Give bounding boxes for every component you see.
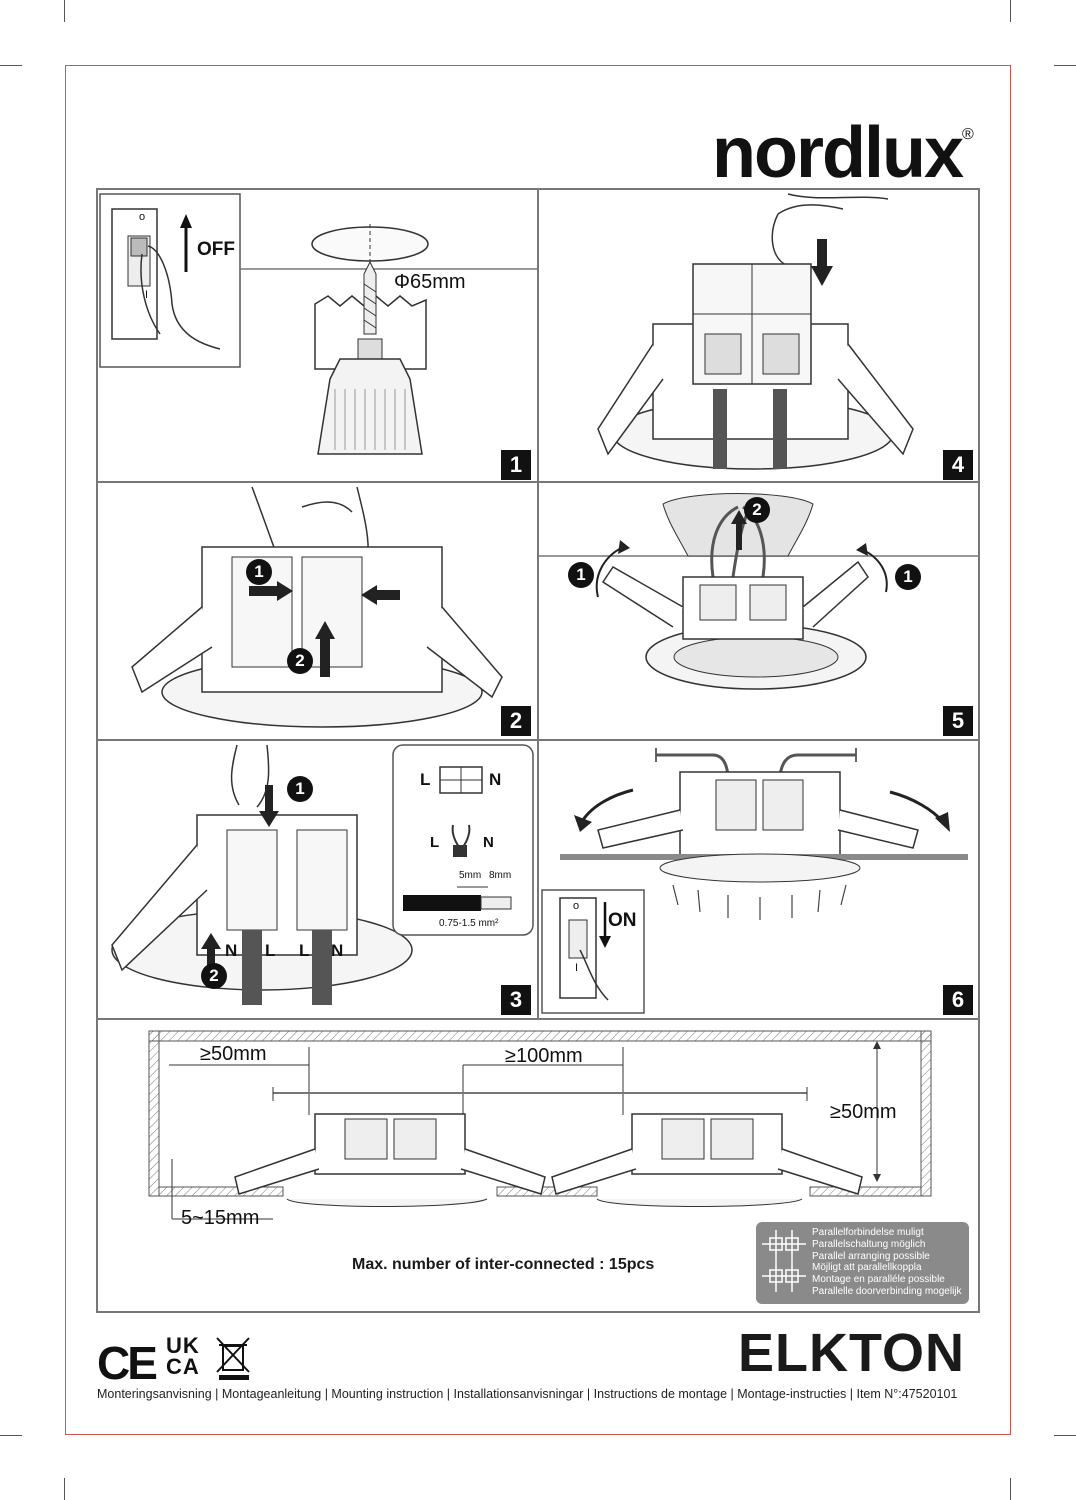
panel-step-2: 1 2 2	[97, 482, 538, 740]
callout-1: 1	[246, 559, 272, 585]
panel-step-1: o I OFF Φ65mm 1	[97, 189, 538, 482]
ukca-bottom: CA	[166, 1354, 200, 1379]
crop-mark	[64, 0, 65, 22]
parallel-wiring-icon	[762, 1230, 806, 1292]
brand-logo: nordlux®	[712, 113, 974, 193]
final-mount-illustration	[541, 748, 968, 1014]
crop-mark	[0, 1435, 22, 1436]
footer-text: Monteringsanvisning | Montageanleitung |…	[97, 1387, 958, 1401]
on-label: ON	[608, 910, 637, 931]
off-label: OFF	[197, 239, 235, 260]
parallel-line: Parallelle doorverbinding mogelijk	[812, 1285, 962, 1297]
between-clearance-label: ≥100mm	[505, 1045, 583, 1067]
panel-spacing: ≥50mm ≥100mm ≥50mm 5~15mm	[97, 1019, 979, 1312]
callout-2: 2	[201, 963, 227, 989]
inset-n-label: N	[489, 770, 502, 789]
parallel-line: Möjligt att parallellkoppla	[812, 1262, 922, 1274]
parallel-line: Parallel arranging possible	[812, 1250, 930, 1262]
panel-step-3: 1 2 N L L N L N L N 5mm 8mm 0.75-1.5 mm²…	[97, 740, 538, 1019]
step-number: 1	[501, 450, 531, 480]
panel-step-6: o I ON 6	[538, 740, 979, 1019]
terminal-press-illustration	[597, 193, 914, 470]
crop-mark	[1054, 65, 1076, 66]
installation-spacing-diagram	[148, 1030, 932, 1220]
switch-on-mark: o	[139, 211, 146, 223]
wire-label-l-right: L	[299, 941, 310, 960]
callout-1-right: 1	[895, 564, 921, 590]
panel-step-4: 4	[538, 189, 979, 482]
callout-1: 1	[287, 776, 313, 802]
inset-l-label: L	[420, 770, 431, 789]
step-number: 3	[501, 985, 531, 1015]
ceiling-insert-illustration	[538, 493, 979, 690]
product-name: ELKTON	[738, 1323, 966, 1383]
parallel-connection-badge: Parallelforbindelse muligt Parallelschal…	[756, 1222, 969, 1304]
ce-mark: CE	[97, 1337, 158, 1389]
step-number: 4	[943, 450, 973, 480]
panel-step-5: 1 1 2 5	[538, 482, 979, 740]
side-clearance-label: ≥50mm	[200, 1043, 267, 1065]
parallel-line: Parallelschaltung möglich	[812, 1238, 926, 1250]
switch-on-mark: o	[573, 900, 580, 912]
wire-gauge-label: 0.75-1.5 mm²	[439, 918, 499, 929]
step-number: 5	[943, 706, 973, 736]
wiring-inset-frame	[392, 744, 534, 936]
hole-diameter-label: Φ65mm	[394, 271, 466, 293]
wire-label-n-right: N	[331, 941, 344, 960]
above-clearance-label: ≥50mm	[830, 1101, 897, 1123]
strip-length-a: 5mm	[459, 870, 482, 881]
callout-2: 2	[744, 497, 770, 523]
terminal-release-illustration	[131, 486, 503, 728]
page-frame	[65, 65, 1011, 1435]
max-interconnected-note: Max. number of inter-connected : 15pcs	[352, 1256, 655, 1273]
wire-label-l-left: L	[265, 941, 276, 960]
callout-1-left: 1	[568, 562, 594, 588]
ceiling-thickness-label: 5~15mm	[181, 1207, 260, 1229]
crop-mark	[64, 1478, 65, 1500]
crop-mark	[1010, 0, 1011, 22]
crop-mark	[1054, 1435, 1076, 1436]
inset-l-wire-label: L	[430, 834, 440, 851]
ukca-top: UK	[166, 1333, 200, 1358]
switch-off-mark: I	[145, 289, 149, 301]
drill-hole-illustration	[240, 224, 538, 455]
parallel-line: Parallelforbindelse muligt	[812, 1227, 924, 1238]
step-number: 2	[501, 706, 531, 736]
wire-label-n-left: N	[225, 941, 238, 960]
power-switch-off-illustration	[99, 193, 241, 368]
callout-2: 2	[287, 648, 313, 674]
parallel-text: Parallelforbindelse muligt Parallelschal…	[812, 1227, 962, 1298]
inset-n-wire-label: N	[483, 834, 494, 851]
step-number: 6	[943, 985, 973, 1015]
strip-length-b: 8mm	[489, 870, 512, 881]
wire-insert-illustration	[111, 744, 413, 1005]
switch-off-mark: I	[575, 962, 579, 974]
crop-mark	[1010, 1478, 1011, 1500]
parallel-line: Montage en paralléle possible	[812, 1274, 945, 1286]
weee-bin-icon	[216, 1337, 250, 1380]
ukca-mark: UK CA	[166, 1333, 200, 1379]
crop-mark	[0, 65, 22, 66]
